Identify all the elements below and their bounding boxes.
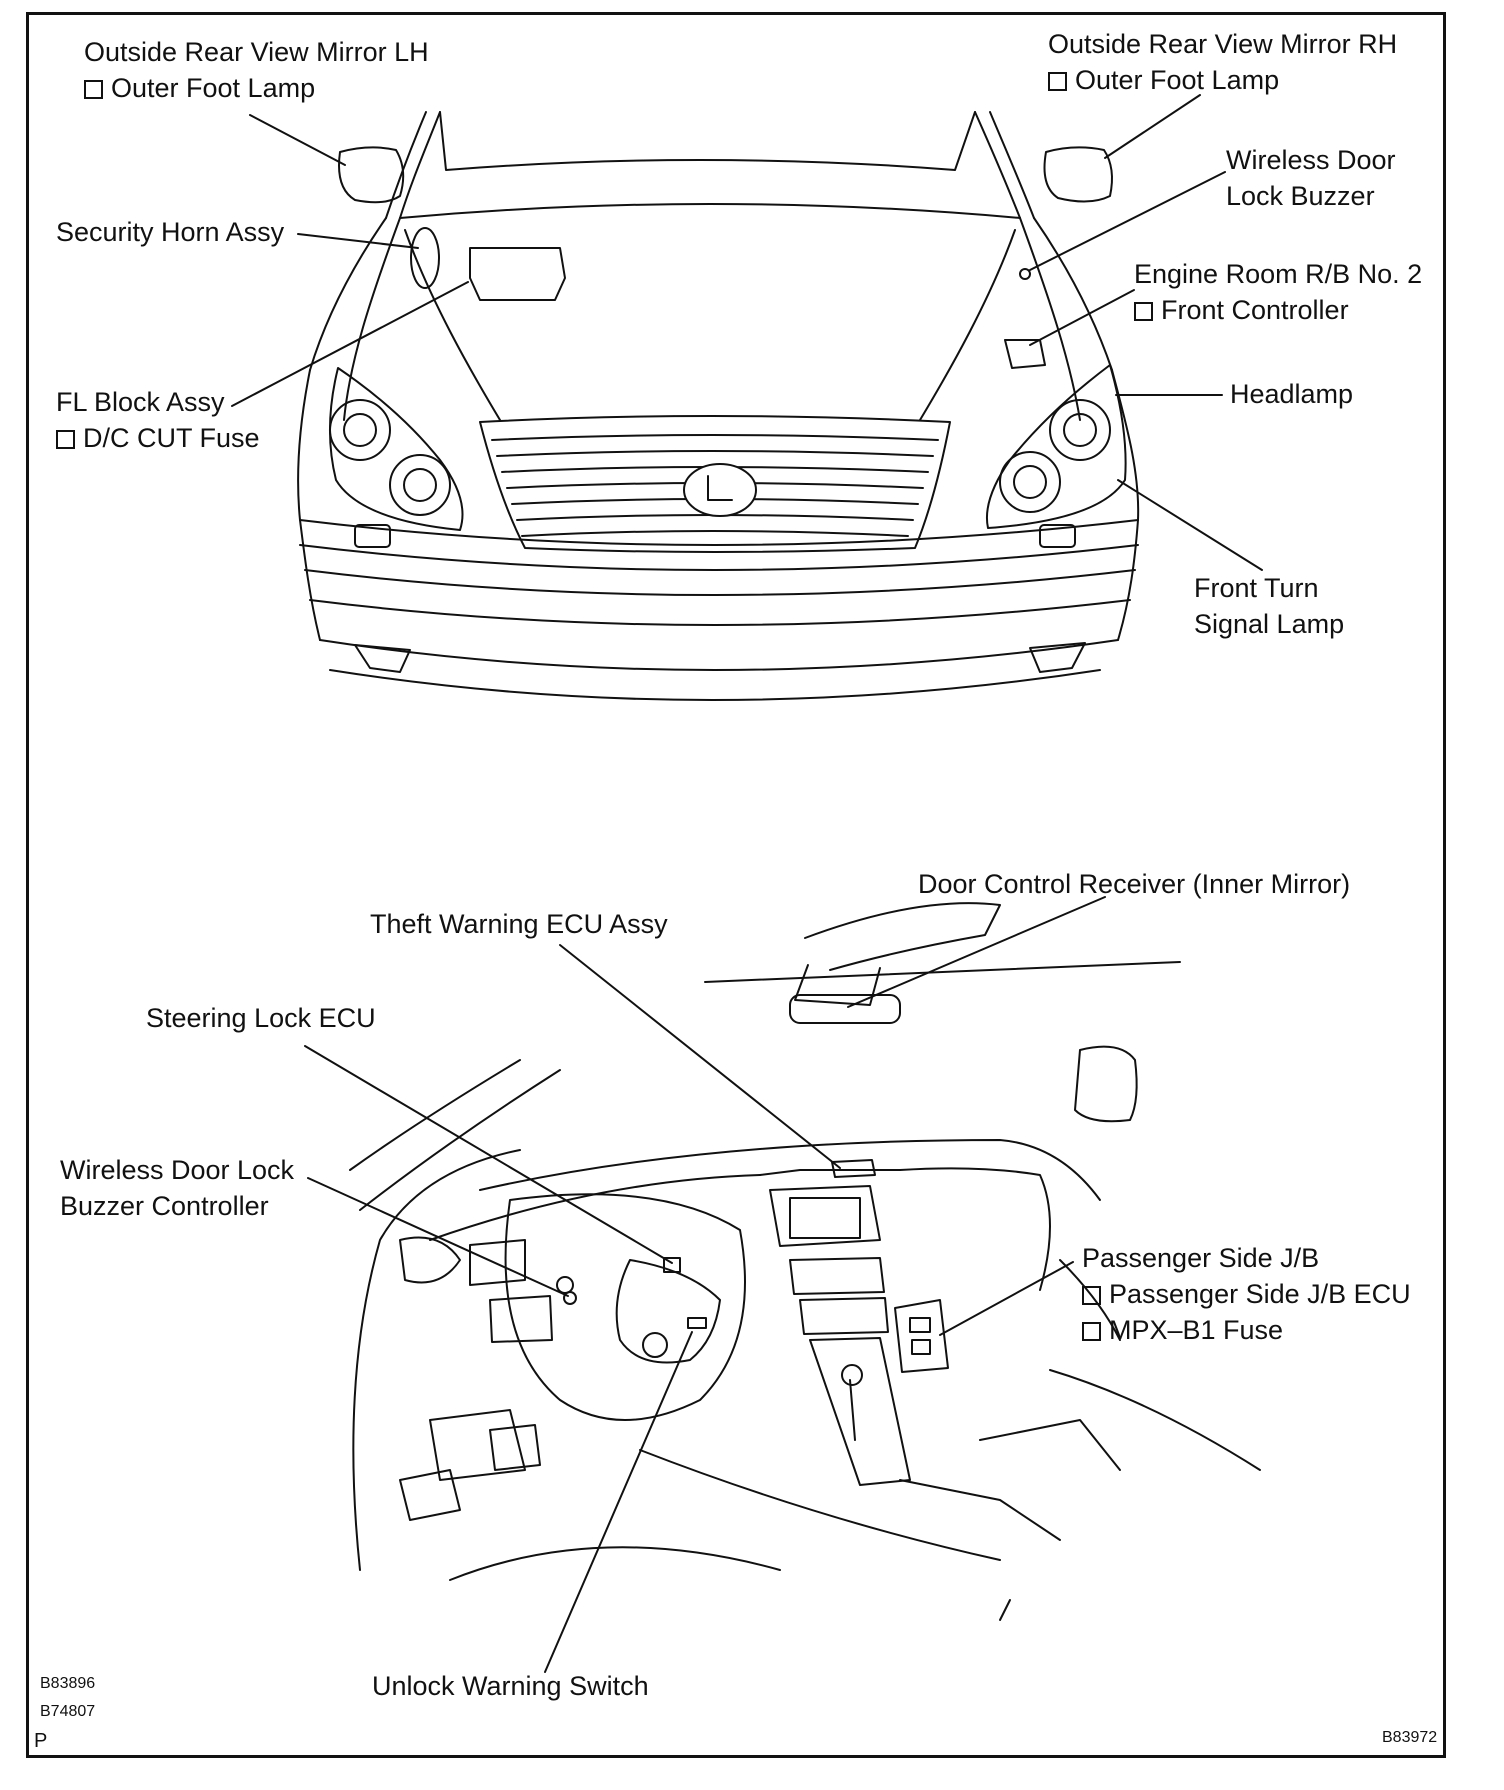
label-wireless-controller-line1: Wireless Door Lock [60, 1155, 295, 1185]
label-mirror-lh-sub-text: Outer Foot Lamp [111, 73, 316, 103]
security-horn-shape [410, 227, 440, 289]
figure-code-2: B74807 [40, 1703, 96, 1720]
label-mirror-lh: Outside Rear View Mirror LH Outer Foot L… [84, 34, 429, 106]
label-wireless-buzzer: Wireless Door Lock Buzzer [1226, 142, 1396, 214]
headlamp-lh-shape [329, 367, 464, 531]
label-fl-block: FL Block Assy D/C CUT Fuse [56, 384, 260, 456]
label-passenger-jb-sub2-text: MPX–B1 Fuse [1109, 1315, 1284, 1345]
checkbox-icon [1082, 1322, 1101, 1341]
fl-block-shape [469, 247, 566, 301]
page-mark: P [34, 1730, 48, 1752]
label-front-turn: Front Turn Signal Lamp [1194, 570, 1344, 642]
label-mirror-lh-sub: Outer Foot Lamp [84, 70, 429, 106]
steering-lock-ecu-shape [663, 1257, 681, 1273]
label-front-turn-line2: Signal Lamp [1194, 609, 1345, 639]
pedal-shape [489, 1424, 541, 1471]
checkbox-icon [84, 80, 103, 99]
headlamp-rh-shape [986, 364, 1127, 529]
label-engine-room-rb-sub: Front Controller [1134, 292, 1422, 328]
label-fl-block-title: FL Block Assy [56, 387, 225, 417]
label-passenger-jb-title: Passenger Side J/B [1082, 1243, 1320, 1273]
label-front-turn-line1: Front Turn [1194, 573, 1319, 603]
theft-ecu-shape [831, 1159, 876, 1178]
label-mirror-lh-title: Outside Rear View Mirror LH [84, 37, 429, 67]
wireless-controller-shape [563, 1291, 577, 1305]
label-passenger-jb-sub1: Passenger Side J/B ECU [1082, 1276, 1411, 1312]
label-unlock-warning: Unlock Warning Switch [372, 1671, 649, 1701]
side-mirror-shape [1074, 1045, 1138, 1123]
label-theft-warning-ecu: Theft Warning ECU Assy [370, 909, 668, 939]
car-front-view [297, 111, 1140, 701]
label-wireless-buzzer-line1: Wireless Door [1226, 145, 1396, 175]
label-wireless-controller-line2: Buzzer Controller [60, 1191, 269, 1221]
label-mirror-rh: Outside Rear View Mirror RH Outer Foot L… [1048, 26, 1397, 98]
leader-lines-top [231, 94, 1263, 571]
figure-code-3: B83972 [1382, 1729, 1438, 1746]
mirror-lh-shape [338, 146, 405, 204]
label-door-control-receiver: Door Control Receiver (Inner Mirror) [918, 869, 1351, 899]
mirror-rh-shape [1043, 146, 1113, 203]
checkbox-icon [1134, 302, 1153, 321]
label-mirror-rh-title: Outside Rear View Mirror RH [1048, 29, 1398, 59]
label-mirror-rh-sub: Outer Foot Lamp [1048, 62, 1397, 98]
checkbox-icon [1082, 1286, 1101, 1305]
checkbox-icon [56, 430, 75, 449]
label-mirror-rh-sub-text: Outer Foot Lamp [1075, 65, 1280, 95]
label-steering-lock-ecu: Steering Lock ECU [146, 1003, 376, 1033]
checkbox-icon [1048, 72, 1067, 91]
label-passenger-jb: Passenger Side J/B Passenger Side J/B EC… [1082, 1240, 1411, 1348]
inner-mirror-shape [789, 994, 901, 1024]
unlock-switch-shape [687, 1317, 707, 1329]
label-security-horn: Security Horn Assy [56, 217, 285, 247]
label-engine-room-rb: Engine Room R/B No. 2 Front Controller [1134, 256, 1422, 328]
label-engine-room-rb-title: Engine Room R/B No. 2 [1134, 259, 1423, 289]
label-engine-room-rb-sub-text: Front Controller [1161, 295, 1349, 325]
passenger-jb-shape [894, 1299, 949, 1373]
label-wireless-buzzer-line2: Lock Buzzer [1226, 181, 1375, 211]
label-fl-block-sub-text: D/C CUT Fuse [83, 423, 260, 453]
label-passenger-jb-sub2: MPX–B1 Fuse [1082, 1312, 1411, 1348]
grille-shape [479, 415, 951, 553]
label-wireless-controller: Wireless Door Lock Buzzer Controller [60, 1152, 294, 1224]
label-headlamp: Headlamp [1230, 379, 1354, 409]
figure-code-1: B83896 [40, 1675, 96, 1692]
steering-wheel-shape [504, 1193, 746, 1421]
engine-room-rb-shape [1004, 339, 1046, 369]
leader-lines-bottom [304, 896, 1106, 1673]
label-passenger-jb-sub1-text: Passenger Side J/B ECU [1109, 1279, 1411, 1309]
diagram-frame [26, 12, 1446, 1758]
label-fl-block-sub: D/C CUT Fuse [56, 420, 260, 456]
